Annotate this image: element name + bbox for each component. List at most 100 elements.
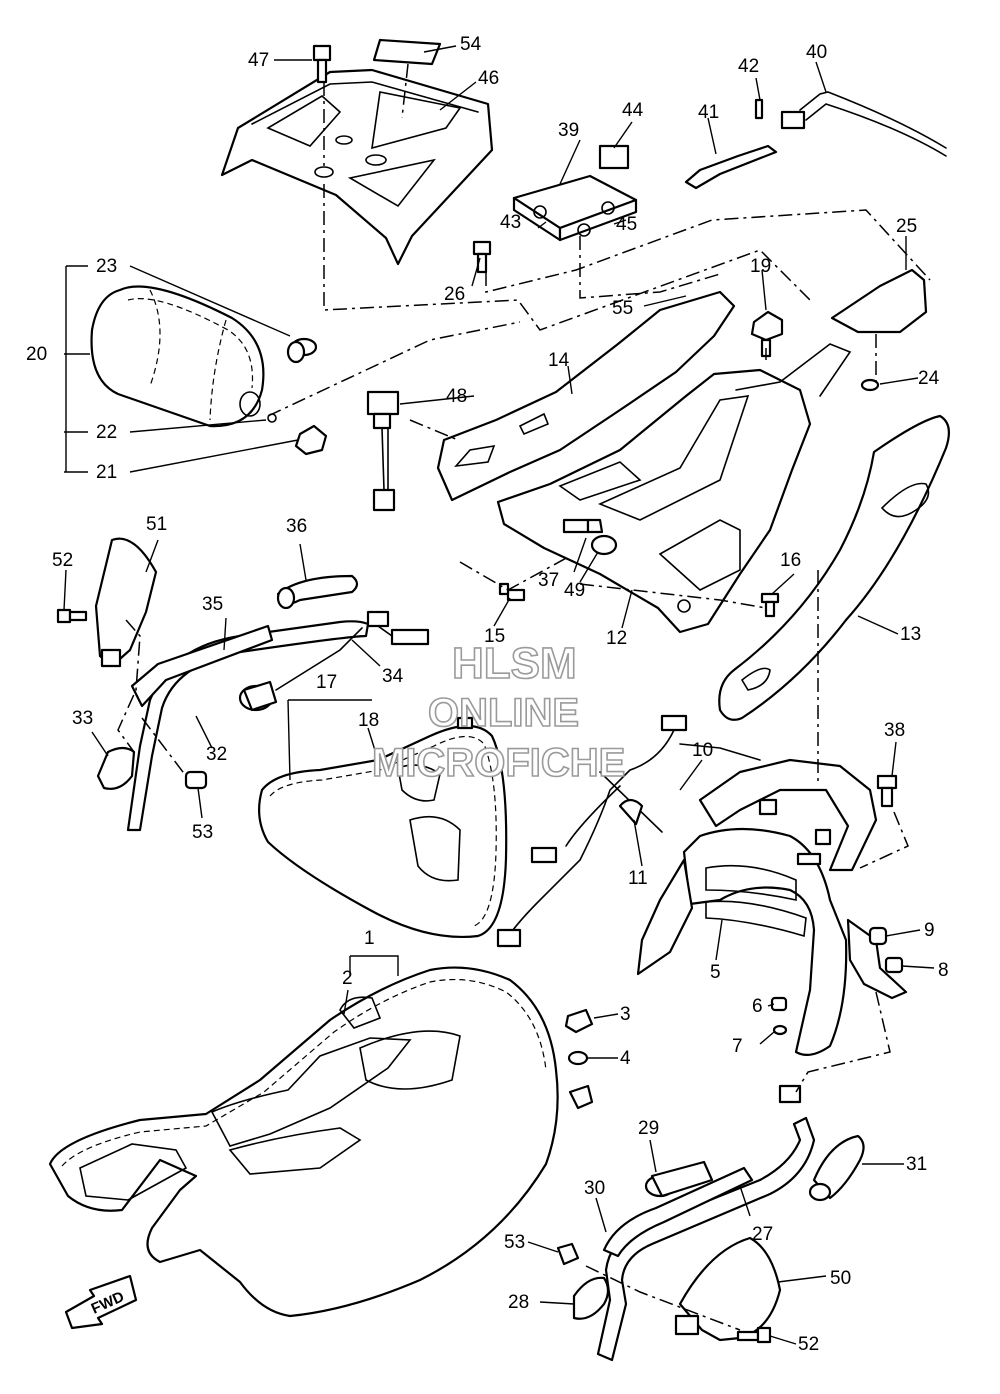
callout-29: 29 <box>638 1118 659 1139</box>
callout-37: 37 <box>538 570 559 591</box>
callout-49: 49 <box>564 580 585 601</box>
cap-28 <box>572 1276 610 1320</box>
bolt-26 <box>472 240 492 274</box>
callout-14: 14 <box>548 350 570 371</box>
callout-48: 48 <box>446 386 467 407</box>
heater-29 <box>644 1160 714 1198</box>
callout-19: 19 <box>750 256 771 277</box>
callout-1: 1 <box>364 928 375 949</box>
callout-36: 36 <box>286 516 307 537</box>
watermark-line1: HLSM <box>452 639 577 688</box>
bracket-18 <box>456 716 474 730</box>
cover-51 <box>94 537 158 668</box>
seat-base-tray <box>496 343 852 634</box>
watermark-line2: ONLINE <box>428 691 579 735</box>
side-cover-13 <box>718 414 951 721</box>
nut-53-left <box>184 770 208 790</box>
washer-4 <box>567 1050 589 1066</box>
collar <box>286 337 318 364</box>
callout-23: 23 <box>96 256 117 277</box>
watermark: HLSM ONLINE MICROFICHE <box>371 638 626 786</box>
callout-39: 39 <box>558 120 579 141</box>
washer-7 <box>772 1024 788 1036</box>
callout-41: 41 <box>698 102 719 123</box>
callout-53-left: 53 <box>192 822 213 843</box>
main-seat <box>48 966 594 1318</box>
cover-50 <box>674 1236 782 1342</box>
damper-9 <box>868 926 888 946</box>
callout-50: 50 <box>830 1268 851 1289</box>
label-plate <box>372 38 442 66</box>
screw-15 <box>498 582 526 602</box>
callout-33: 33 <box>72 708 93 729</box>
callout-42: 42 <box>738 56 759 77</box>
rear-carrier-rack <box>220 68 494 266</box>
rack-bolt <box>312 44 332 84</box>
nut-3 <box>564 1008 594 1034</box>
rear-cover-14 <box>436 290 736 502</box>
fwd-direction-arrow: FWD <box>64 1274 138 1330</box>
callout-34: 34 <box>382 666 404 687</box>
callout-2: 2 <box>342 968 353 989</box>
callout-12: 12 <box>606 628 627 649</box>
callout-43: 43 <box>500 212 521 233</box>
callout-30: 30 <box>584 1178 605 1199</box>
callout-18: 18 <box>358 710 379 731</box>
callout-15: 15 <box>484 626 505 647</box>
callout-55: 55 <box>612 298 633 319</box>
washer-24 <box>860 378 880 392</box>
nut-8 <box>884 956 904 974</box>
seat-lock-latch <box>512 144 638 242</box>
nut-53-right <box>556 1242 580 1266</box>
passenger-seat <box>257 725 508 939</box>
callout-52-left: 52 <box>52 550 73 571</box>
callout-10: 10 <box>692 740 713 761</box>
assembly-lines <box>117 63 931 1331</box>
callout-5: 5 <box>710 962 721 983</box>
callout-7: 7 <box>732 1036 743 1057</box>
callout-52-right: 52 <box>798 1334 819 1355</box>
bolt-38 <box>876 774 898 808</box>
latch-cable <box>684 91 947 190</box>
callout-17: 17 <box>316 672 337 693</box>
wire-harness <box>496 714 761 948</box>
callout-8: 8 <box>938 960 949 981</box>
callout-21: 21 <box>96 462 117 483</box>
collar-49 <box>590 534 618 556</box>
callout-6: 6 <box>752 996 763 1017</box>
cap-33 <box>96 746 136 790</box>
callout-13: 13 <box>900 624 921 645</box>
watermark-line3: MICROFICHE <box>372 741 625 785</box>
callout-46: 46 <box>478 68 499 89</box>
bolt-52-left <box>56 608 88 624</box>
callout-11: 11 <box>628 868 648 889</box>
callout-44: 44 <box>622 100 644 121</box>
knob <box>294 424 328 456</box>
bolt-37 <box>562 518 604 534</box>
grab-rail-left <box>126 620 370 832</box>
pin <box>754 98 764 120</box>
grip-31 <box>808 1134 865 1202</box>
callout-51: 51 <box>146 514 167 535</box>
callout-4: 4 <box>620 1048 631 1069</box>
knob-19 <box>750 310 784 358</box>
callout-53-right: 53 <box>504 1232 525 1253</box>
bracket-25 <box>830 268 928 334</box>
callout-22: 22 <box>96 422 117 443</box>
bolt-52-right <box>736 1326 772 1344</box>
callout-9: 9 <box>924 920 935 941</box>
callout-54: 54 <box>460 34 482 55</box>
callout-26: 26 <box>444 284 465 305</box>
callout-16: 16 <box>780 550 801 571</box>
rear-frame-5 <box>636 758 908 1057</box>
switch-48 <box>366 390 400 512</box>
callout-47: 47 <box>248 50 269 71</box>
callout-labels: 47 54 46 40 42 41 44 39 43 45 25 26 23 1… <box>26 34 949 1355</box>
callout-38: 38 <box>884 720 905 741</box>
callout-3: 3 <box>620 1004 631 1025</box>
grab-rail-right <box>596 1084 816 1362</box>
callout-25: 25 <box>896 216 917 237</box>
backrest-cushion <box>90 285 265 428</box>
callout-32: 32 <box>206 744 227 765</box>
